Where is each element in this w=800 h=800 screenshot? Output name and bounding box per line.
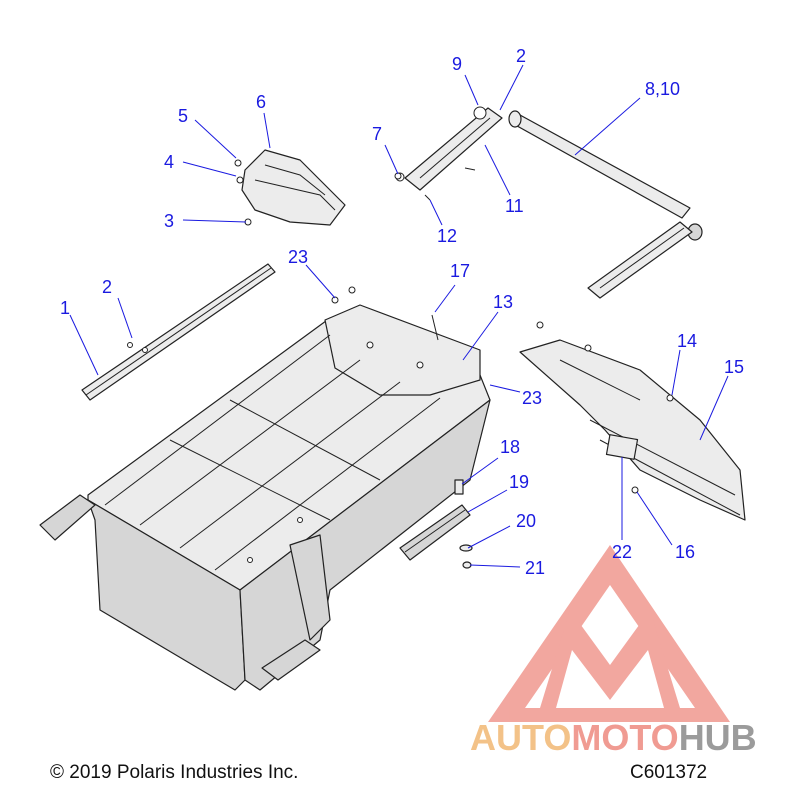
callouts: 1 2 3 4 5 6 7 8,10 9 2 11 12 13 14 15 16…: [60, 46, 744, 578]
callout-8-10: 8,10: [645, 79, 680, 99]
hardware: [127, 167, 674, 569]
callout-3: 3: [164, 211, 174, 231]
callout-15: 15: [724, 357, 744, 377]
heat-shield: [234, 149, 346, 226]
watermark-text: AUTOMOTOHUB: [470, 717, 757, 758]
callout-14: 14: [677, 331, 697, 351]
watermark-hub: HUB: [679, 717, 757, 758]
callout-17: 17: [450, 261, 470, 281]
diagram-id: C601372: [630, 762, 707, 783]
watermark-triangle: [488, 545, 730, 722]
callout-19: 19: [509, 472, 529, 492]
callout-12: 12: [437, 226, 457, 246]
callout-18: 18: [500, 437, 520, 457]
watermark-logo: [488, 545, 730, 722]
callout-13: 13: [493, 292, 513, 312]
lower-link-bracket: [587, 221, 693, 299]
step-plate: [399, 504, 471, 561]
callout-7: 7: [372, 124, 382, 144]
svg-text:AUTOMOTOHUB: AUTOMOTOHUB: [470, 717, 757, 758]
callout-21: 21: [525, 558, 545, 578]
crossbar-tube: [508, 110, 703, 241]
callout-23-top: 23: [288, 247, 308, 267]
watermark-moto: MOTO: [571, 717, 678, 758]
callout-11: 11: [505, 196, 524, 216]
callout-16: 16: [675, 542, 695, 562]
copyright-text: © 2019 Polaris Industries Inc.: [50, 762, 298, 783]
rear-fender: [519, 339, 746, 521]
callout-6: 6: [256, 92, 266, 112]
leader-lines: [69, 64, 729, 568]
callout-2-rail: 2: [102, 277, 112, 297]
callout-2-bracket: 2: [516, 46, 526, 66]
watermark-auto: AUTO: [470, 717, 571, 758]
bed-frame: [39, 304, 491, 691]
callout-5: 5: [178, 106, 188, 126]
callout-22: 22: [612, 542, 632, 562]
watermark-m-shape: [540, 610, 680, 708]
callout-4: 4: [164, 152, 174, 172]
callout-23-right: 23: [522, 388, 542, 408]
callout-1: 1: [60, 298, 70, 318]
callout-9: 9: [452, 54, 462, 74]
side-rail: [81, 263, 276, 401]
upper-link-bracket: [395, 106, 503, 191]
callout-20: 20: [516, 511, 536, 531]
